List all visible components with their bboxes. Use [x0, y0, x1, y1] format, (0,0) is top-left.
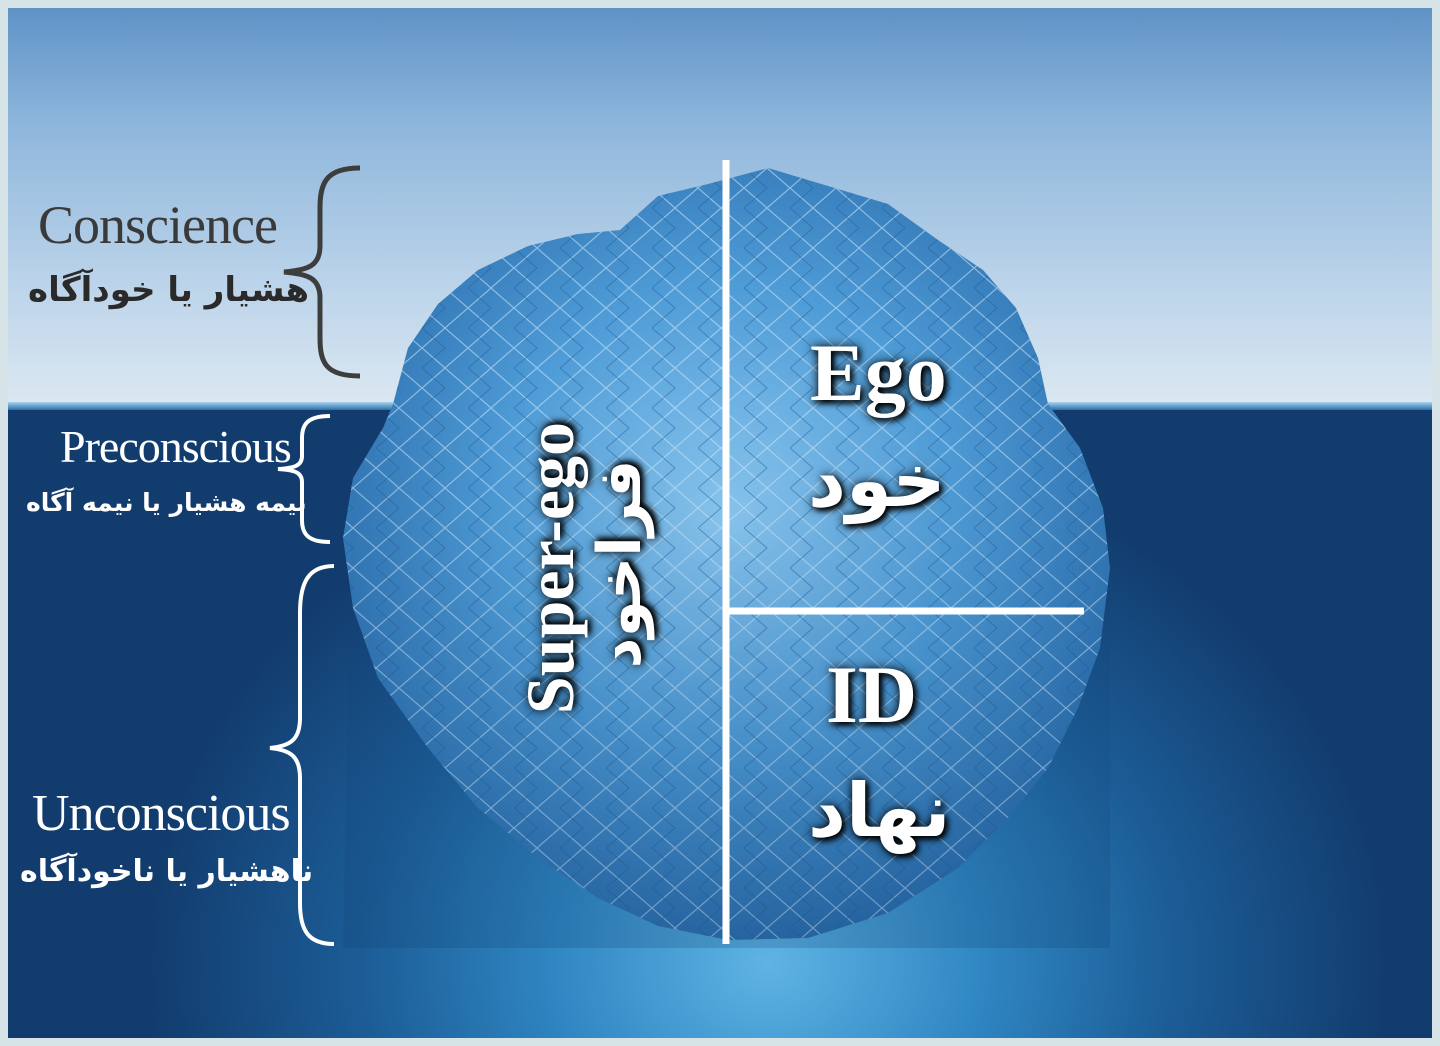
superego-label-fa: فراخود — [580, 414, 660, 714]
ego-label-fa: خود — [808, 438, 946, 524]
preconscious-label: Preconscious — [60, 420, 291, 473]
ego-label: Ego — [810, 326, 947, 420]
id-label-fa: نهاد — [808, 768, 950, 854]
conscience-label: Conscience — [38, 194, 277, 256]
unconscious-label-fa: ناهشیار یا ناخودآگاه — [20, 854, 313, 889]
superego-label: Super-ego — [510, 398, 590, 738]
conscience-label-fa: هشیار یا خودآگاه — [28, 270, 309, 310]
unconscious-label: Unconscious — [32, 784, 290, 843]
preconscious-label-fa: نیمه هشیار یا نیمه آگاه — [26, 488, 307, 517]
id-label: ID — [826, 648, 917, 742]
